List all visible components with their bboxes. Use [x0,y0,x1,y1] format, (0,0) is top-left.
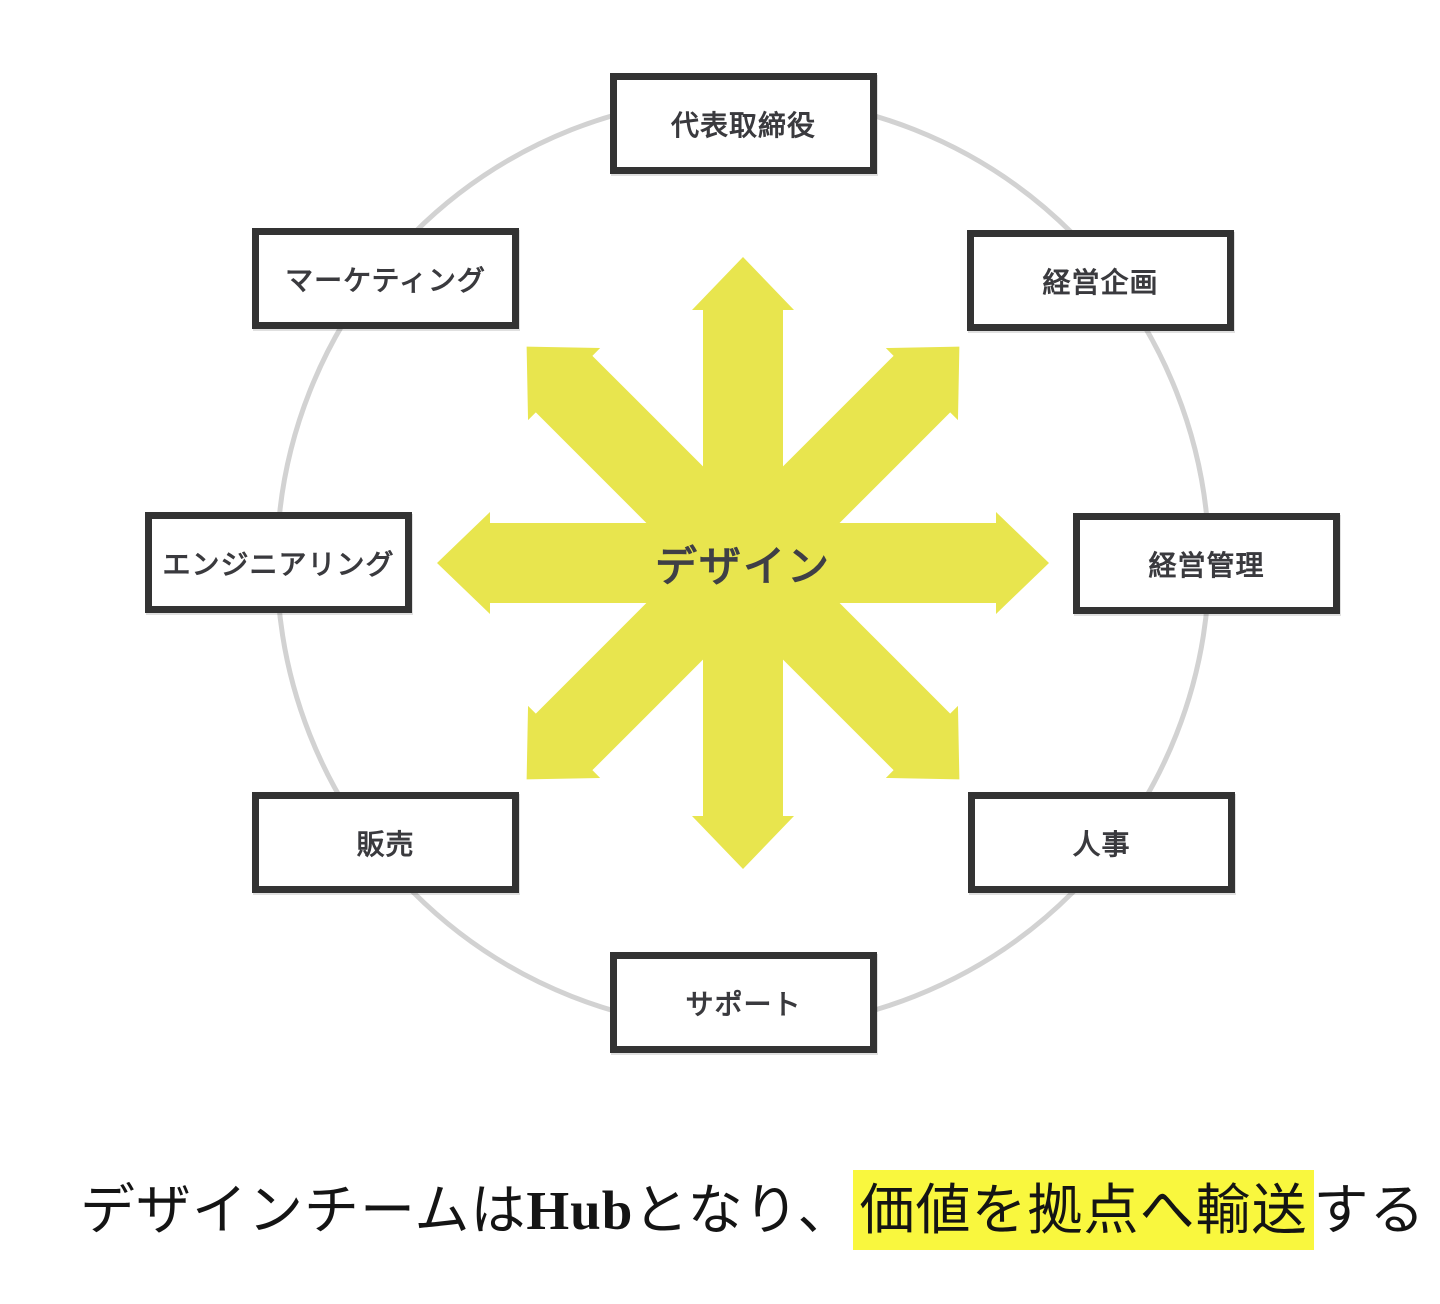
node-engineering: エンジニアリング [145,512,412,613]
node-business-management: 経営管理 [1073,513,1340,614]
hub-center-label: デザイン [654,542,831,590]
hub-arrows-icon [437,257,1049,869]
node-hr: 人事 [968,792,1235,893]
node-hr-label: 人事 [1072,828,1131,860]
caption-hub-word: Hub [526,1180,634,1241]
caption-part1: デザインチームは [80,1179,527,1241]
node-engineering-label: エンジニアリング [162,548,395,580]
node-marketing-label: マーケティング [285,264,486,296]
caption-part2: となり、 [633,1179,854,1241]
node-support-label: サポート [685,988,802,1020]
node-ceo-label: 代表取締役 [670,109,816,141]
node-sales-label: 販売 [356,828,415,860]
caption-part3: する [1313,1179,1426,1241]
caption: デザインチームはHubとなり、価値を拠点へ輸送する [80,1168,1425,1253]
node-business-management-label: 経営管理 [1148,549,1265,581]
arrow-diagonal-2 [526,346,960,780]
caption-highlighted-phrase: 価値を拠点へ輸送 [853,1170,1314,1250]
node-corporate-planning-label: 経営企画 [1042,266,1159,298]
node-marketing: マーケティング [252,228,519,329]
node-ceo: 代表取締役 [610,73,877,174]
node-support: サポート [610,952,877,1053]
node-corporate-planning: 経営企画 [967,230,1234,331]
node-sales: 販売 [252,792,519,893]
